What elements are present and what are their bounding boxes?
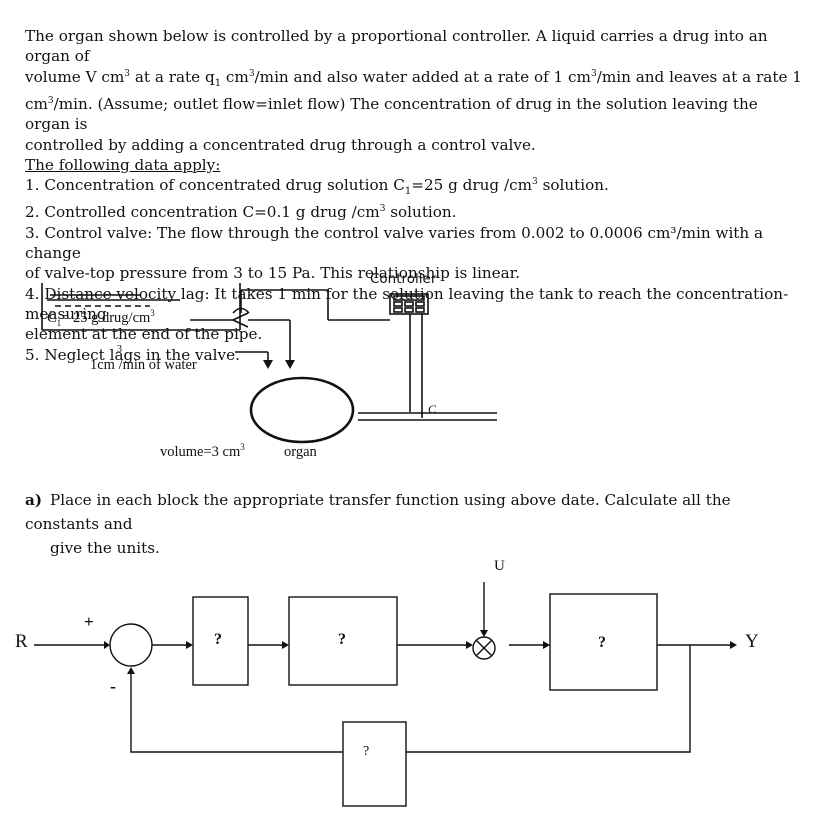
question-a: a)Place in each block the appropriate tr… (25, 488, 805, 560)
data-item-3: 3. Control valve: The flow through the c… (25, 223, 764, 263)
data-item-1: 1. Concentration of concentrated drug so… (25, 176, 609, 198)
water-rate-exponent: 3 (117, 344, 122, 355)
water-arrow (263, 360, 273, 369)
question-text-2: give the units. (50, 539, 160, 557)
feedback-arrow (127, 667, 135, 674)
outlet-pipe (358, 412, 497, 421)
feedback-block (342, 721, 407, 807)
valve-block (288, 596, 398, 686)
output-y-label: Y (745, 631, 759, 652)
water-rate-label: 1cm /min of water (90, 357, 197, 373)
arrow-1 (186, 641, 193, 649)
controller-block (192, 596, 249, 686)
input-arrow (104, 641, 110, 649)
drug-tank (41, 283, 241, 331)
block-2-placeholder: ? (338, 631, 346, 648)
water-feed-line (235, 351, 269, 360)
sensor-label: C (428, 402, 437, 416)
block-1-placeholder: ? (214, 631, 222, 648)
summing-junction (109, 623, 153, 667)
block-3-placeholder: ? (598, 634, 606, 651)
organ-volume-label: volume=3 cm3 (160, 442, 245, 461)
data-item-3-cont: of valve-top pressure from 3 to 15 Pa. T… (25, 264, 521, 283)
plus-sign: + (84, 612, 94, 631)
feedback-block-placeholder: ? (363, 744, 370, 759)
question-text-1: Place in each block the appropriate tran… (25, 491, 731, 533)
intro-line-2: volume V cm3 at a rate q1 cm3/min and al… (25, 67, 802, 89)
disturbance-u-label: U (494, 558, 505, 574)
problem-statement: The organ shown below is controlled by a… (25, 26, 807, 365)
question-label: a) (25, 491, 43, 509)
data-item-2: 2. Controlled concentration C=0.1 g drug… (25, 203, 457, 222)
control-valve (232, 289, 390, 321)
controller-device (389, 293, 429, 418)
feedback-line-left (130, 674, 343, 753)
drug-arrow (285, 360, 295, 369)
drug-feed-pipe (190, 312, 291, 360)
process-block (549, 593, 658, 691)
data-heading: The following data apply: (25, 155, 221, 174)
feedback-line-right (406, 645, 691, 753)
minus-sign: - (110, 676, 116, 696)
organ-shape (249, 376, 355, 444)
arrow-4 (543, 641, 550, 649)
arrow-2 (282, 641, 289, 649)
data-item-5: 5. Neglect lags in the valve. (25, 345, 240, 364)
intro-line-4: controlled by adding a concentrated drug… (25, 135, 536, 154)
intro-line-1: The organ shown below is controlled by a… (25, 27, 768, 66)
output-arrow (730, 641, 737, 649)
intro-line-3: cm3/min. (Assume; outlet flow=inlet flow… (25, 94, 758, 134)
input-r-label: R (15, 631, 28, 652)
organ-label: organ (284, 444, 317, 460)
tank-concentration-label: C1= 25 g drug/cm3 (47, 308, 155, 328)
disturbance-arrow (480, 630, 488, 637)
controller-label: Controller (370, 271, 437, 287)
arrow-3 (466, 641, 473, 649)
